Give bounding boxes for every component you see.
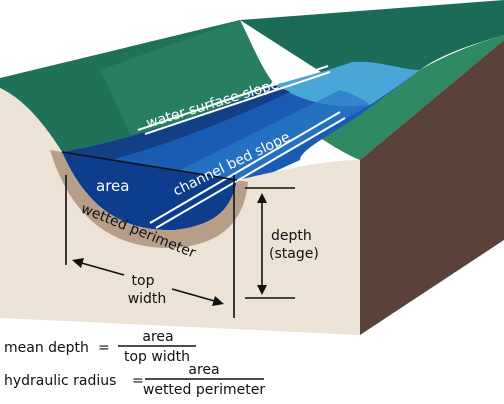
hydraulic-radius-lhs: hydraulic radius bbox=[4, 373, 116, 389]
earth-side-face bbox=[360, 40, 504, 335]
water-surface-light bbox=[275, 61, 420, 107]
top-width-arrow-left bbox=[72, 258, 84, 268]
stage-label: (stage) bbox=[269, 246, 319, 262]
water-surface-mid bbox=[150, 90, 370, 200]
top-width-label-line1: top bbox=[132, 273, 155, 289]
hydraulic-radius-numerator: area bbox=[188, 362, 219, 378]
water-surface-dark-band bbox=[62, 85, 290, 168]
wetted-perimeter-band bbox=[50, 150, 248, 249]
depth-arrow-down bbox=[257, 285, 267, 295]
top-width-arrow-right bbox=[212, 296, 224, 306]
depth-arrow-up bbox=[257, 193, 267, 203]
hydraulic-radius-denominator: wetted perimeter bbox=[143, 382, 265, 398]
mean-depth-formula: mean depth = area top width bbox=[4, 329, 196, 365]
mean-depth-denominator: top width bbox=[124, 349, 190, 365]
area-label: area bbox=[96, 177, 129, 195]
hydraulic-radius-equals: = bbox=[132, 373, 144, 389]
right-bank-grass bbox=[300, 35, 504, 160]
left-bank-grass-highlight bbox=[100, 20, 275, 135]
hydraulic-radius-formula: hydraulic radius = area wetted perimeter bbox=[4, 362, 265, 398]
mean-depth-numerator: area bbox=[142, 329, 173, 345]
water-cross-section bbox=[62, 152, 237, 231]
right-bank-top bbox=[240, 0, 504, 92]
slope-lines bbox=[137, 65, 346, 229]
dimension-lines bbox=[61, 151, 295, 318]
dimension-arrowheads bbox=[72, 193, 267, 306]
mean-depth-equals: = bbox=[98, 340, 110, 356]
top-width-label-line2: width bbox=[128, 291, 167, 307]
earth-front-face bbox=[0, 78, 360, 335]
mean-depth-lhs: mean depth bbox=[4, 340, 89, 356]
depth-label: depth bbox=[271, 228, 312, 244]
